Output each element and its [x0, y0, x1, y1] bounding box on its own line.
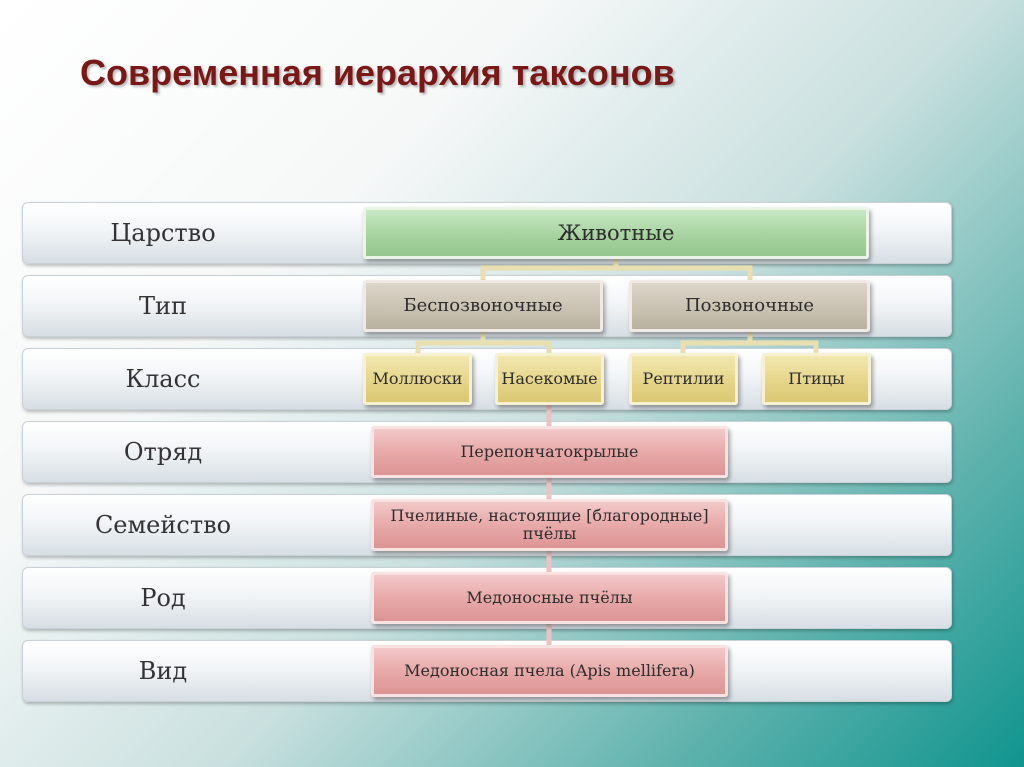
- node-class-birds: Птицы: [762, 353, 871, 405]
- node-phylum-vertebrates: Позвоночные: [629, 280, 870, 332]
- node-class-reptiles-label: Рептилии: [642, 368, 725, 388]
- node-order: Перепончатокрылые: [371, 426, 728, 478]
- node-family: Пчелиные, настоящие [благородные] пчёлы: [371, 499, 728, 551]
- node-kingdom-label: Животные: [557, 220, 675, 245]
- node-class-reptiles: Рептилии: [629, 353, 738, 405]
- node-kingdom: Животные: [363, 207, 869, 259]
- node-genus: Медоносные пчёлы: [371, 572, 728, 624]
- rank-label-genus: Род: [140, 584, 186, 612]
- rank-label-phylum: Тип: [139, 292, 187, 320]
- node-phylum-vertebrates-label: Позвоночные: [684, 294, 815, 316]
- rank-label-family: Семейство: [94, 511, 232, 539]
- node-family-label: Пчелиные, настоящие [благородные] пчёлы: [390, 505, 709, 543]
- node-phylum-invertebrates: Беспозвоночные: [363, 280, 603, 332]
- node-phylum-invertebrates-label: Беспозвоночные: [403, 294, 563, 316]
- node-class-birds-label: Птицы: [788, 368, 845, 388]
- rank-label-species: Вид: [138, 657, 188, 685]
- node-order-label: Перепончатокрылые: [460, 441, 639, 461]
- node-genus-label: Медоносные пчёлы: [466, 587, 633, 607]
- node-species-label: Медоносная пчела (Apis mellifera): [404, 660, 695, 680]
- rank-label-order: Отряд: [123, 438, 203, 466]
- node-species: Медоносная пчела (Apis mellifera): [371, 645, 728, 697]
- node-class-molluscs: Моллюски: [363, 353, 472, 405]
- page-title: Современная иерархия таксонов: [80, 52, 675, 93]
- node-class-insects-label: Насекомые: [501, 368, 598, 388]
- node-class-insects: Насекомые: [495, 353, 604, 405]
- node-class-molluscs-label: Моллюски: [372, 368, 463, 388]
- rank-label-kingdom: Царство: [110, 219, 216, 247]
- rank-label-class: Класс: [125, 365, 201, 393]
